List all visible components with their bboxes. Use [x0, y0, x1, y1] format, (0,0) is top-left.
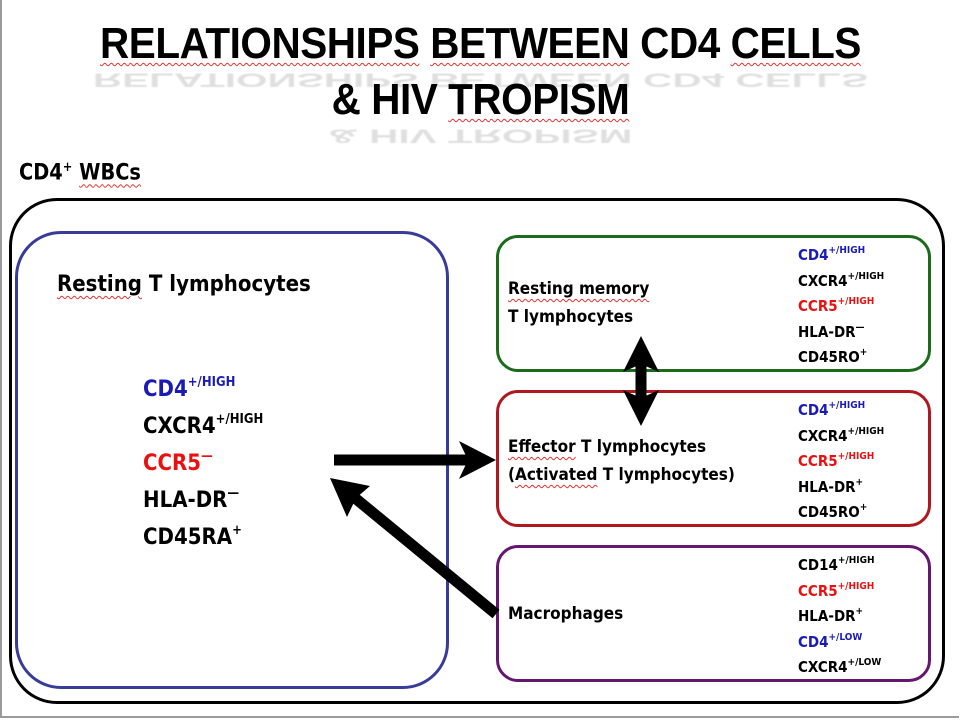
effector-line1-rest: T lymphocytes — [580, 437, 707, 457]
marker-expression: +/HIGH — [828, 245, 866, 256]
marker-expression: +/HIGH — [837, 580, 875, 592]
page-title-line1: RELATIONSHIPS BETWEEN CD4 CELLS — [38, 22, 922, 66]
marker-hla-dr: HLA-DR— — [798, 315, 884, 341]
group-label-suffix: WBCs — [79, 160, 141, 186]
marker-expression: + — [859, 502, 868, 513]
marker-hla-dr: HLA-DR+ — [798, 599, 881, 625]
marker-name: CD45RA — [143, 525, 233, 550]
marker-cxcr4: CXCR4+/HIGH — [798, 264, 884, 290]
effector-title: Effector T lymphocytes (Activated T lymp… — [508, 433, 735, 489]
marker-name: CD4 — [798, 632, 829, 651]
marker-name: CD45RO — [798, 503, 860, 521]
title-word: RELATIONSHIPS — [100, 19, 420, 68]
marker-expression: — — [855, 321, 865, 333]
marker-expression: — — [201, 449, 213, 464]
title-word: TROPISM — [448, 75, 630, 124]
marker-expression: +/HIGH — [828, 400, 866, 411]
title-word: CD4 — [640, 19, 720, 68]
marker-name: CCR5 — [143, 451, 202, 476]
effector-line2-word: Activated — [515, 465, 598, 485]
marker-expression: +/HIGH — [837, 296, 875, 307]
title-word: HIV — [371, 75, 438, 124]
effector-line1-word: Effector — [508, 437, 576, 457]
marker-expression: +/HIGH — [847, 270, 885, 282]
marker-hla-dr: HLA-DR— — [143, 475, 263, 513]
group-label-sup: + — [62, 160, 73, 175]
title-word: BETWEEN — [430, 19, 630, 68]
marker-expression: +/HIGH — [837, 451, 875, 462]
marker-ccr5: CCR5+/HIGH — [798, 574, 881, 600]
marker-name: CD4 — [798, 401, 829, 419]
marker-hla-dr: HLA-DR+ — [798, 470, 884, 496]
marker-expression: + — [232, 523, 242, 538]
marker-name: HLA-DR — [798, 322, 856, 341]
resting-memory-line2: T lymphocytes — [508, 307, 634, 327]
marker-cd4: CD4+/HIGH — [143, 364, 263, 402]
resting-memory-line1: Resting memory — [508, 279, 650, 299]
marker-expression: +/HIGH — [847, 425, 885, 437]
marker-cd45ro: CD45RO+ — [798, 340, 884, 366]
marker-expression: +/LOW — [847, 657, 882, 668]
marker-cxcr4: CXCR4+/LOW — [798, 650, 881, 676]
title-word: & — [331, 75, 361, 124]
marker-name: HLA-DR — [798, 477, 856, 496]
marker-expression: + — [855, 476, 864, 488]
resting-memory-title: Resting memory T lymphocytes — [508, 275, 649, 331]
marker-cd45ro: CD45RO+ — [798, 495, 884, 521]
marker-name: CD4 — [798, 246, 829, 264]
resting-memory-box — [496, 235, 931, 372]
effector-line2-paren: ( — [508, 465, 516, 485]
marker-expression: +/HIGH — [187, 375, 236, 390]
marker-cd4: CD4+/HIGH — [798, 238, 884, 264]
resting-t-title-rest: T lymphocytes — [148, 272, 311, 297]
marker-name: CD14 — [798, 556, 838, 574]
marker-name: HLA-DR — [798, 607, 856, 625]
title-reflection-line2: & HIV TROPISM — [328, 125, 633, 148]
macrophages-title: Macrophages — [508, 600, 623, 628]
macrophages-label: Macrophages — [508, 604, 624, 624]
marker-cxcr4: CXCR4+/HIGH — [143, 401, 264, 439]
marker-cd4: CD4+/LOW — [798, 625, 881, 651]
cd4-wbc-container — [9, 198, 945, 704]
marker-name: CCR5 — [798, 452, 838, 470]
marker-name: HLA-DR — [143, 488, 228, 513]
page-title-line2: & HIV TROPISM — [38, 78, 922, 122]
group-label-cd4-wbcs: CD4+ WBCs — [19, 160, 141, 185]
marker-name: CCR5 — [798, 297, 838, 315]
marker-expression: — — [227, 486, 240, 501]
marker-name: CXCR4 — [798, 426, 848, 445]
marker-ccr5: CCR5— — [143, 438, 263, 476]
marker-cd4: CD4+/HIGH — [798, 393, 884, 419]
marker-cd45ra: CD45RA+ — [143, 512, 263, 550]
marker-expression: + — [855, 606, 864, 617]
effector-box — [496, 390, 931, 527]
marker-expression: +/HIGH — [215, 412, 264, 427]
effector-line2-rest: T lymphocytes) — [602, 465, 735, 485]
marker-name: CD45RO — [798, 348, 860, 366]
marker-expression: +/LOW — [828, 631, 863, 643]
marker-name: CD4 — [143, 377, 188, 402]
marker-cd14: CD14+/HIGH — [798, 548, 881, 574]
marker-ccr5: CCR5+/HIGH — [798, 289, 884, 315]
title-word: CELLS — [730, 19, 862, 68]
marker-expression: +/HIGH — [837, 555, 875, 566]
marker-name: CXCR4 — [798, 658, 848, 676]
group-label-base: CD4 — [19, 160, 63, 186]
marker-name: CXCR4 — [143, 414, 216, 439]
marker-ccr5: CCR5+/HIGH — [798, 444, 884, 470]
marker-name: CCR5 — [798, 581, 838, 600]
marker-cxcr4: CXCR4+/HIGH — [798, 419, 884, 445]
resting-t-title-word: Resting — [57, 272, 142, 297]
marker-name: CXCR4 — [798, 271, 848, 290]
resting-t-title: Resting T lymphocytes — [57, 272, 311, 297]
marker-expression: + — [859, 347, 868, 358]
